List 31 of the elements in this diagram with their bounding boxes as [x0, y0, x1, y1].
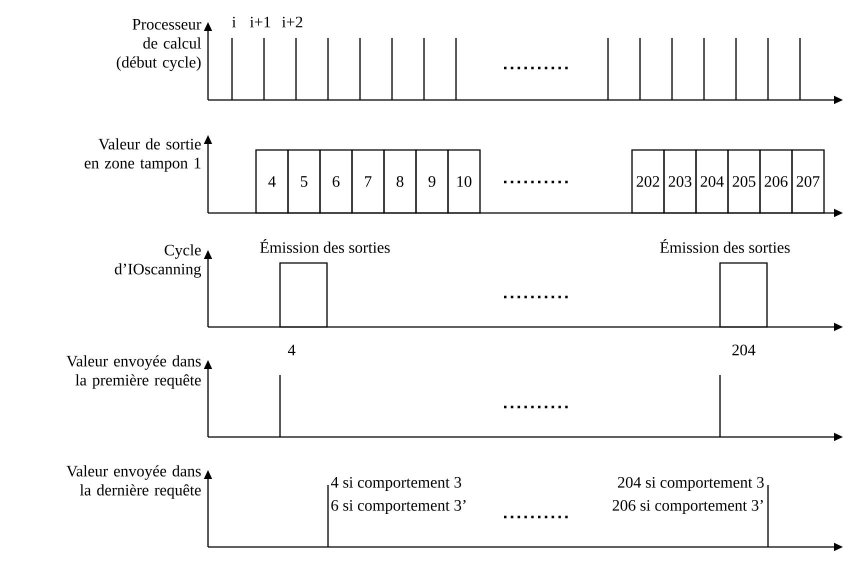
row-label: Valeur envoyée dans la dernière requête	[66, 465, 201, 499]
row-label: Cycle d’IOscanning	[114, 244, 202, 278]
buffer-box: 10	[447, 149, 481, 214]
value-label: 204	[732, 344, 756, 356]
pulse-box	[719, 262, 768, 328]
buffer-box: 203	[663, 149, 697, 214]
buffer-box: 9	[415, 149, 449, 214]
value-label: 6 si comportement 3’	[331, 500, 466, 514]
value-label: 206 si comportement 3’	[612, 500, 763, 514]
value-label: 4	[288, 344, 296, 356]
event-label: Émission des sorties	[660, 239, 790, 253]
buffer-box: 4	[255, 149, 289, 214]
row-label: Valeur envoyée dans la première requête	[66, 355, 201, 389]
buffer-box: 206	[759, 149, 793, 214]
buffer-box: 204	[695, 149, 729, 214]
event-label: Émission des sorties	[260, 239, 390, 253]
buffer-box: 8	[383, 149, 417, 214]
buffer-box: 205	[727, 149, 761, 214]
value-label: 4 si comportement 3	[330, 477, 462, 491]
buffer-box: 202	[631, 149, 665, 214]
tick-label: i+2	[282, 16, 302, 28]
buffer-box: 5	[287, 149, 321, 214]
buffer-box: 7	[351, 149, 385, 214]
pulse-box	[279, 262, 328, 328]
row-label: Processeur de calcul (début cycle)	[116, 19, 202, 71]
tick-label: i	[232, 16, 236, 28]
row-label: Valeur de sortie en zone tampon 1	[84, 138, 201, 172]
buffer-box: 207	[791, 149, 825, 214]
tick-label: i+1	[250, 16, 270, 28]
value-label: 204 si comportement 3	[618, 476, 764, 491]
buffer-box: 6	[319, 149, 353, 214]
